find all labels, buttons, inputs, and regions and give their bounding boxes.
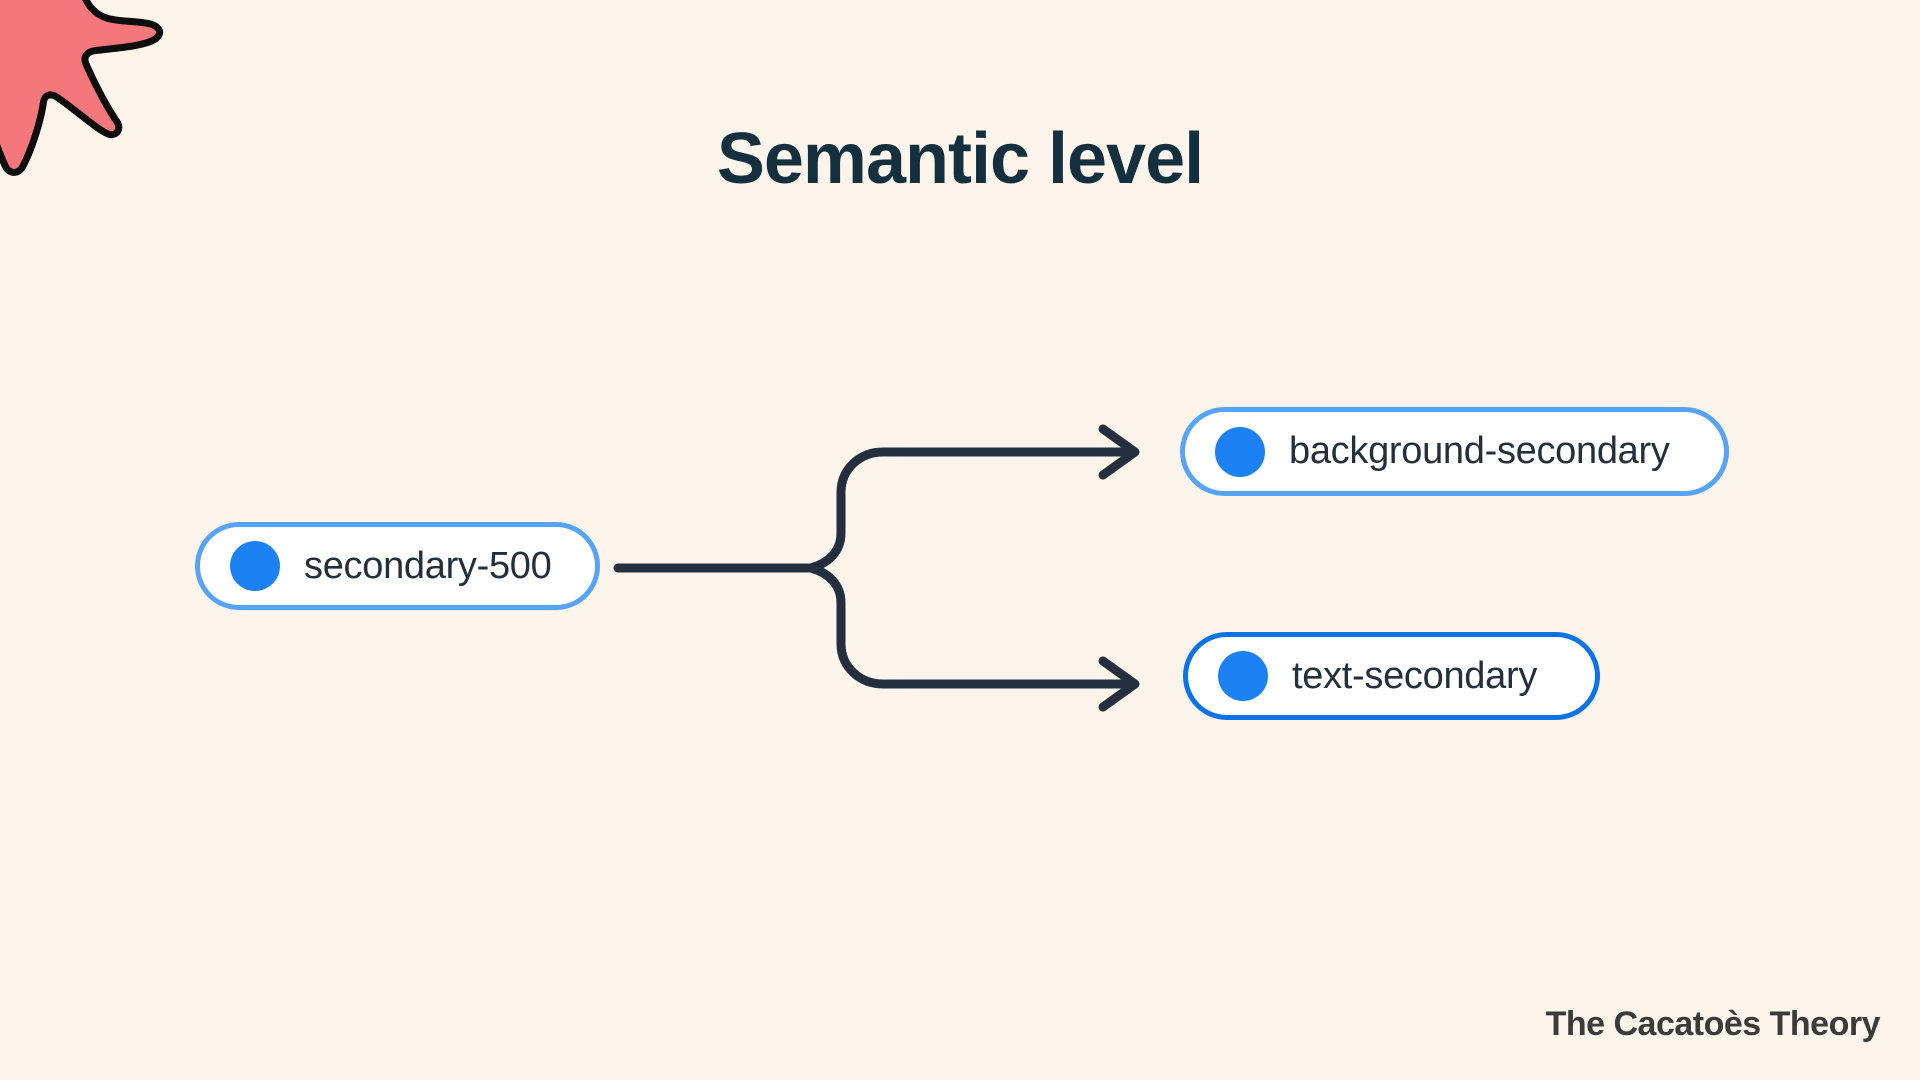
color-dot-icon [1215, 426, 1265, 477]
node-secondary-500: secondary-500 [195, 522, 600, 610]
node-label: secondary-500 [304, 544, 552, 587]
page-title: Semantic level [716, 119, 1204, 199]
color-dot-icon [230, 541, 280, 591]
brand-signature: The Cacatoès Theory [1545, 1005, 1881, 1043]
connector-branch-bottom [806, 563, 1133, 689]
arrowhead-bottom-icon [1098, 656, 1140, 712]
node-background-secondary: background-secondary [1180, 407, 1729, 496]
color-dot-icon [1218, 651, 1268, 701]
node-label: text-secondary [1292, 654, 1538, 697]
arrowhead-top-icon [1098, 424, 1140, 480]
node-label: background-secondary [1289, 430, 1670, 472]
connector-branch-top [806, 447, 1133, 573]
node-text-secondary: text-secondary [1183, 632, 1600, 720]
